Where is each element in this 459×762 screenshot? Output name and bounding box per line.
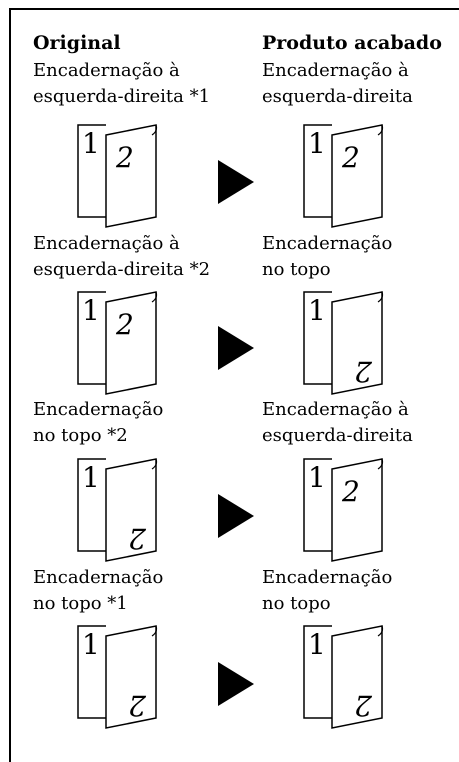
header-original: Original xyxy=(33,32,121,54)
row-3-finished-illustration: 12 xyxy=(303,625,384,729)
row-1-finished-page-curl xyxy=(377,291,384,303)
row-3-finished-label: Encadernação no topo xyxy=(262,567,393,614)
row-0-finished-label: Encadernação à esquerda-direita xyxy=(262,60,413,107)
row-3-original-illustration: 12 xyxy=(77,625,158,729)
row-1-finished-page-1-number: 1 xyxy=(308,294,326,327)
row-3-finished-back-page xyxy=(303,625,332,719)
row-2-finished-page-curl xyxy=(377,458,384,470)
row-2-finished-label: Encadernação à esquerda-direita xyxy=(262,399,413,446)
row-1-original-label: Encadernação à esquerda-direita *2 xyxy=(33,233,211,280)
row-3-finished-page-curl xyxy=(377,625,384,637)
row-3-finished-front-page xyxy=(331,625,383,729)
top-border-rule xyxy=(9,8,459,10)
left-border-rule xyxy=(9,8,11,762)
row-1-original-page-curl xyxy=(151,291,158,303)
row-3-original-label: Encadernação no topo *1 xyxy=(33,567,164,614)
header-finished: Produto acabado xyxy=(262,32,442,54)
row-1-original-page-2-number: 2 xyxy=(115,308,134,341)
row-2-original-page-curl xyxy=(151,458,158,470)
row-3-finished-page-2-number: 2 xyxy=(354,689,373,722)
row-2-finished-front-page xyxy=(331,458,383,562)
row-0-finished-front-page xyxy=(331,124,383,228)
row-0-original-page-curl xyxy=(151,124,158,136)
row-3-original-page-curl xyxy=(151,625,158,637)
row-2-finished-back-page xyxy=(303,458,332,552)
row-2-original-page-1-number: 1 xyxy=(82,461,100,494)
row-2-finished-page-2-number: 2 xyxy=(341,475,360,508)
row-3-original-page-2-number: 2 xyxy=(128,689,147,722)
row-1-finished-front-page xyxy=(331,291,383,395)
row-3-original-back-page xyxy=(77,625,106,719)
right-triangle-arrow-icon xyxy=(218,326,254,370)
row-0-original-front-page xyxy=(105,124,157,228)
row-1-finished-illustration: 12 xyxy=(303,291,384,395)
row-1-finished-label: Encadernação no topo xyxy=(262,233,393,280)
row-2-original-illustration: 12 xyxy=(77,458,158,562)
row-2-original-back-page xyxy=(77,458,106,552)
row-0-finished-page-2-number: 2 xyxy=(341,141,360,174)
row-1-original-page-1-number: 1 xyxy=(82,294,100,327)
row-1-original-back-page xyxy=(77,291,106,385)
row-3-finished-page-1-number: 1 xyxy=(308,628,326,661)
right-triangle-arrow-icon xyxy=(218,662,254,706)
row-1-finished-page-2-number: 2 xyxy=(354,355,373,388)
row-3-original-page-1-number: 1 xyxy=(82,628,100,661)
row-0-original-page-1-number: 1 xyxy=(82,127,100,160)
row-0-finished-page-curl xyxy=(377,124,384,136)
row-0-original-label: Encadernação à esquerda-direita *1 xyxy=(33,60,211,107)
row-0-original-back-page xyxy=(77,124,106,218)
row-2-finished-page-1-number: 1 xyxy=(308,461,326,494)
row-0-finished-page-1-number: 1 xyxy=(308,127,326,160)
row-3-original-front-page xyxy=(105,625,157,729)
row-2-original-page-2-number: 2 xyxy=(128,522,147,555)
right-triangle-arrow-icon xyxy=(218,494,254,538)
row-2-original-label: Encadernação no topo *2 xyxy=(33,399,164,446)
row-0-finished-back-page xyxy=(303,124,332,218)
right-triangle-arrow-icon xyxy=(218,160,254,204)
row-1-finished-back-page xyxy=(303,291,332,385)
row-0-original-page-2-number: 2 xyxy=(115,141,134,174)
row-2-original-front-page xyxy=(105,458,157,562)
row-1-original-front-page xyxy=(105,291,157,395)
